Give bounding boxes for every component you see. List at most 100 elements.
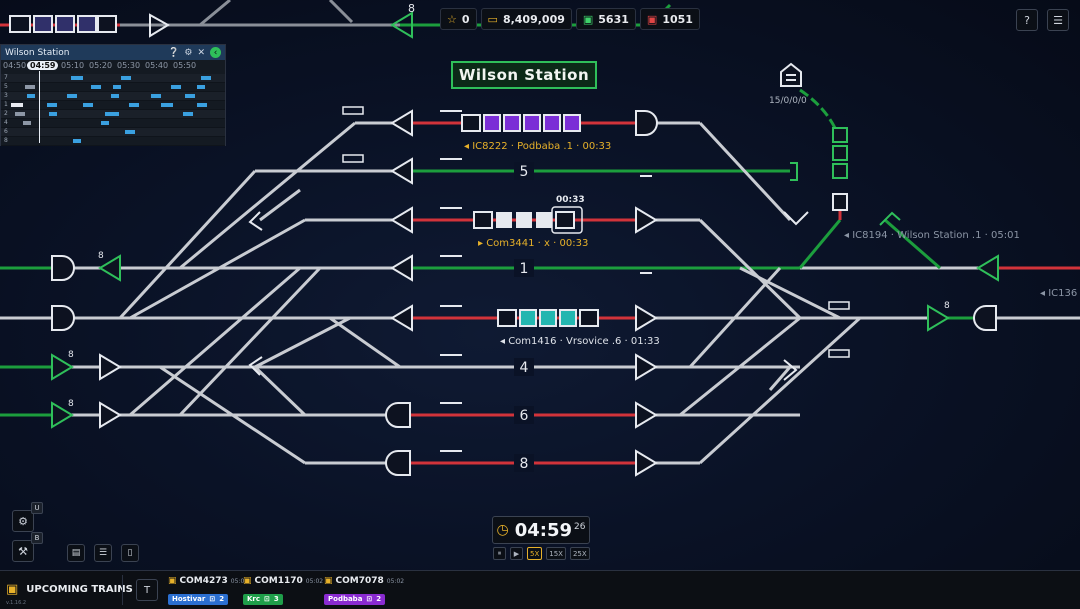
platform-tracks (0, 121, 1080, 465)
signal-icon[interactable] (149, 13, 170, 38)
timetable-row: 2 (1, 110, 225, 119)
clock-seconds: 26 (574, 522, 586, 532)
money-icon: ▭ (487, 12, 498, 26)
svg-text:8: 8 (68, 350, 74, 360)
gear-icon: ⚙ (18, 514, 28, 528)
train-com1416[interactable] (497, 309, 599, 327)
platform-icon: ⊡ (264, 595, 270, 603)
timetable-timeline: 04:50 04:59 05:10 05:20 05:30 05:40 05:5… (3, 61, 197, 70)
speed-5x-button[interactable]: 5X (527, 547, 543, 560)
train-com3441[interactable] (473, 206, 583, 234)
svg-text:5: 5 (520, 164, 529, 180)
build-icon: ⚒ (18, 544, 28, 558)
version-label: v.1.16.2 (6, 600, 27, 606)
menu-button[interactable]: ☰ (1047, 9, 1069, 31)
filter-button[interactable]: T (136, 579, 158, 601)
platform-dashes (440, 110, 652, 452)
upcoming-trains-title[interactable]: ▣ UPCOMING TRAINS (6, 582, 133, 597)
timetable-row: 3 (1, 92, 225, 101)
train-icon: ▣ (6, 582, 19, 597)
timetable-row: 4 (1, 119, 225, 128)
pause-button[interactable]: ⏸ (493, 547, 506, 560)
svg-text:4: 4 (520, 360, 529, 376)
play-button[interactable]: ▶ (510, 547, 523, 560)
gear-icon[interactable]: ⚙ (184, 47, 193, 58)
speed-25x-button[interactable]: 25X (569, 547, 590, 560)
notes-icon: ▤ (71, 548, 81, 558)
train-depot[interactable] (832, 127, 848, 211)
svg-text:8: 8 (520, 456, 529, 472)
help-icon[interactable]: ❔ (168, 47, 180, 58)
stop-markers (342, 106, 850, 358)
train-label-com3441: ▸ Com3441 · x · 00:33 (478, 238, 588, 249)
train-labels: ◂ IC8222 · Podbaba .1 · 00:33 ▸ Com3441 … (464, 141, 1077, 347)
divider (122, 575, 123, 605)
build-button[interactable]: ⚒ B (12, 532, 43, 562)
top-left-train[interactable] (9, 15, 117, 33)
destination-badge: Hostivar⊡2 (168, 593, 229, 605)
stat-money: ▭8,409,009 (480, 8, 572, 30)
train-icon: ▣ (324, 576, 333, 586)
stat-rating: ☆0 (440, 8, 477, 30)
train-ic8222[interactable] (461, 114, 581, 132)
svg-text:8: 8 (68, 399, 74, 409)
timetable-row: 8 (1, 137, 225, 146)
train-label-ic136: ◂ IC136 (1040, 288, 1077, 299)
notes-button[interactable]: ▤ (67, 544, 85, 562)
timetable-row: 1 (1, 101, 225, 110)
svg-text:6: 6 (520, 408, 529, 424)
train-label-com1416: ◂ Com1416 · Vrsovice .6 · 01:33 (500, 336, 660, 347)
train-icon: ▣ (168, 576, 177, 586)
track-end-icon (790, 162, 798, 181)
timetable-panel[interactable]: Wilson Station ❔ ⚙ ✕ ‹ 04:50 04:59 05:10… (0, 44, 226, 146)
document-button[interactable]: ▯ (121, 544, 139, 562)
star-icon: ☆ (447, 12, 457, 26)
settings-button[interactable]: ⚙ U (12, 502, 43, 532)
train-icon: ▣ (243, 576, 252, 586)
stat-trains-late: ▣1051 (639, 8, 700, 30)
timetable-header: Wilson Station ❔ ⚙ ✕ ‹ (1, 45, 225, 60)
stat-trains-ok: ▣5631 (575, 8, 636, 30)
timetable-rows: 7 5 3 1 2 4 6 8 (1, 74, 225, 146)
track-map[interactable]: 8 (0, 0, 1080, 570)
svg-text:8: 8 (944, 301, 950, 311)
timetable-now-cursor (39, 71, 40, 143)
depot-counter: 15/0/0/0 (769, 96, 807, 106)
switch-diagonals-left (118, 121, 401, 465)
station-title[interactable]: Wilson Station (451, 61, 597, 89)
signal-icon[interactable] (390, 11, 413, 39)
destination-badge: Krc⊡3 (243, 593, 283, 605)
platform-icon: ⊡ (209, 595, 216, 603)
platform-numbers: 5 1 4 6 8 (514, 162, 534, 472)
signal-count-labels: 8 8 8 8 (68, 251, 950, 409)
timetable-row: 6 (1, 128, 225, 137)
train-label-ic8222: ◂ IC8222 · Podbaba .1 · 00:33 (464, 141, 611, 152)
signal-icons-left[interactable] (99, 109, 658, 477)
close-icon[interactable]: ✕ (197, 47, 205, 58)
train-red-icon: ▣ (646, 12, 658, 26)
collapse-icon[interactable]: ‹ (210, 47, 221, 58)
platform-icon: ⊡ (366, 595, 373, 603)
svg-text:8: 8 (98, 251, 104, 261)
depot-branch (798, 88, 941, 270)
svg-text:8: 8 (408, 2, 415, 15)
stats-bar: ☆0 ▭8,409,009 ▣5631 ▣1051 (440, 8, 700, 30)
settings-shortcut: U (31, 502, 43, 514)
signal-icons-edge[interactable] (51, 211, 999, 429)
help-button[interactable]: ? (1016, 9, 1038, 31)
timetable-row: 7 (1, 74, 225, 83)
switch-diagonals-right (679, 121, 862, 465)
game-clock: ◷ 04:59 26 (492, 516, 590, 544)
timetable-row: 5 (1, 83, 225, 92)
document-icon: ▯ (127, 548, 133, 558)
sliders-button[interactable]: ☰ (94, 544, 112, 562)
svg-text:1: 1 (520, 261, 529, 277)
depot-icon[interactable] (780, 62, 802, 87)
build-shortcut: B (31, 532, 43, 544)
sliders-icon: ☰ (98, 548, 108, 558)
speed-15x-button[interactable]: 15X (546, 547, 566, 560)
